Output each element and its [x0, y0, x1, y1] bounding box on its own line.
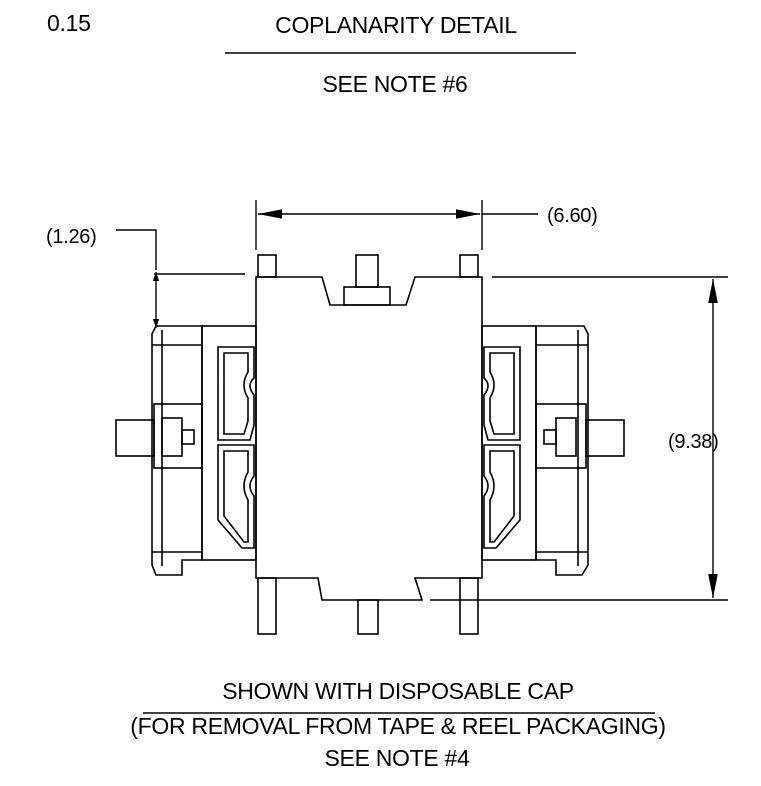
caption-line-3: SEE NOTE #4 — [324, 745, 470, 771]
dimension-1-26 — [116, 229, 245, 328]
dimension-label-6-60: (6.60) — [547, 205, 598, 227]
dimension-label-9-38: (9.38) — [668, 431, 719, 453]
dimension-label-1-26: (1.26) — [46, 226, 97, 248]
detail-note: SEE NOTE #6 — [322, 71, 468, 97]
caption-line-2: (FOR REMOVAL FROM TAPE & REEL PACKAGING) — [130, 713, 666, 739]
caption-line-1: SHOWN WITH DISPOSABLE CAP — [222, 678, 574, 704]
dimension-9-38 — [430, 276, 728, 601]
coplanarity-value: 0.15 — [47, 10, 91, 36]
detail-title: COPLANARITY DETAIL — [275, 12, 517, 38]
dimension-6-60 — [255, 200, 538, 250]
connector-body — [115, 254, 625, 635]
